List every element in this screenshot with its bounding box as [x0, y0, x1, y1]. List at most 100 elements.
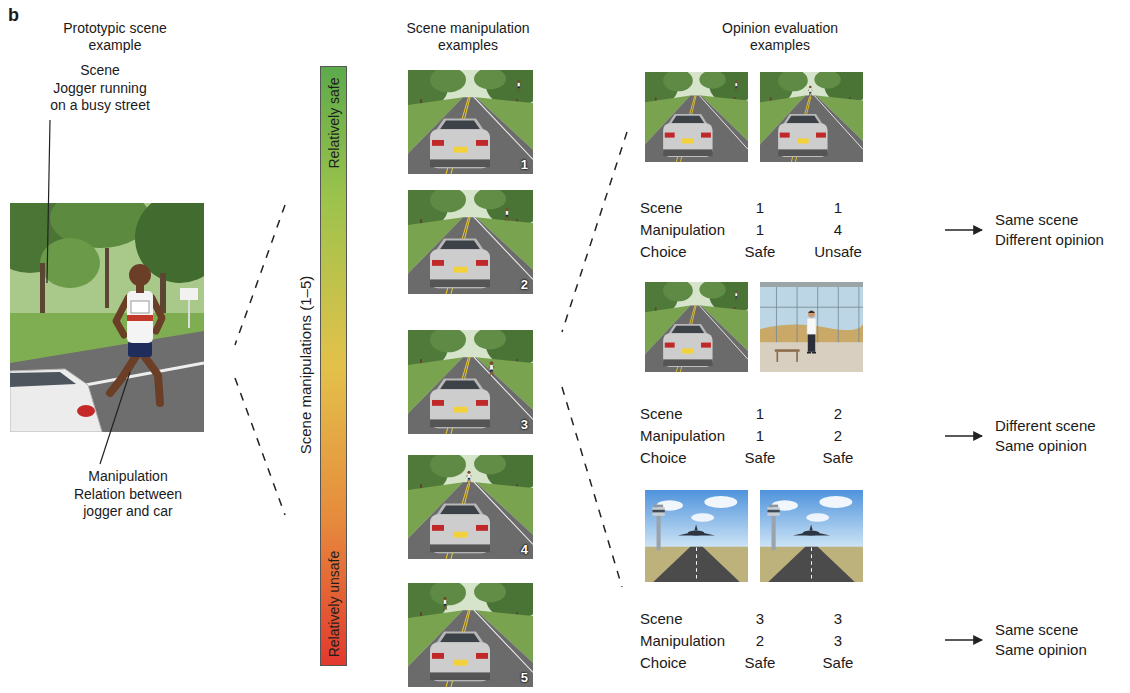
- prototypic-photo: [152, 298, 162, 331]
- thumbnail-photo: [396, 577, 542, 687]
- thumbnail-photo: [396, 324, 542, 434]
- row-heading: Manipulation: [640, 221, 725, 239]
- table-cell: 2: [803, 405, 873, 423]
- leader-line: [100, 372, 130, 464]
- prototypic-photo: [77, 405, 95, 417]
- row-heading: Scene: [640, 199, 683, 217]
- thumbnail-photo: [396, 64, 542, 174]
- result-arrow: [945, 435, 982, 436]
- row-heading: Choice: [640, 654, 687, 672]
- table-cell: 3: [803, 632, 873, 650]
- row-heading: Manipulation: [640, 632, 725, 650]
- thumbnail-photo: [396, 184, 542, 294]
- opinion-photo: [645, 490, 748, 582]
- table-cell: 2: [803, 427, 873, 445]
- prototypic-photo: [142, 353, 160, 403]
- opinion-photo: [750, 67, 870, 162]
- table-cell: Unsafe: [803, 243, 873, 261]
- thumbnail-frame: 5: [408, 583, 533, 687]
- table-cell: 1: [803, 199, 873, 217]
- table-cell: Safe: [803, 449, 873, 467]
- table-cell: Safe: [725, 654, 795, 672]
- callout-number: 4: [521, 542, 528, 557]
- result-arrow: [945, 229, 982, 230]
- result-text: Different opinion: [995, 231, 1104, 249]
- table-cell: 1: [725, 405, 795, 423]
- prototypic-photo: [129, 264, 151, 286]
- table-cell: Safe: [725, 243, 795, 261]
- scale-end-label: Relatively safe: [326, 77, 342, 168]
- thumbnail-photo: [517, 80, 521, 92]
- row-heading: Choice: [640, 243, 687, 261]
- prototypic-photo: [10, 372, 76, 387]
- result-arrow: [945, 639, 982, 640]
- expansion-dashes: [235, 378, 285, 515]
- table-cell: Safe: [725, 449, 795, 467]
- expansion-dashes: [235, 205, 285, 345]
- result-text: Same scene: [995, 211, 1078, 229]
- table-cell: 1: [725, 221, 795, 239]
- row-heading: Scene: [640, 610, 683, 628]
- expansion-dashes: [235, 132, 627, 587]
- thumbnail-frame: 1: [408, 70, 533, 174]
- result-arrow: [945, 230, 982, 640]
- opinion-photo: [734, 291, 738, 301]
- expansion-dashes: [562, 132, 627, 332]
- result-text: Same opinion: [995, 437, 1087, 455]
- result-text: Same opinion: [995, 641, 1087, 659]
- thumbnail-photo: [396, 577, 542, 687]
- row-heading: Choice: [640, 449, 687, 467]
- opinion-photo: [750, 67, 870, 162]
- column-heading: Opinion evaluation examples: [700, 20, 860, 54]
- callout-number: 2: [521, 277, 528, 292]
- prototypic-photo: [110, 353, 138, 393]
- thumbnail-photo: [467, 471, 472, 484]
- opinion-photo: [760, 282, 863, 372]
- gradient-scale-bar: Relatively safeRelatively unsafe: [320, 66, 347, 666]
- thumbnail-photo: [489, 361, 495, 376]
- scale-end-label: Relatively unsafe: [326, 551, 342, 658]
- column-heading: Prototypic scene example: [45, 20, 185, 54]
- thumbnail-frame: 2: [408, 190, 533, 294]
- thumbnail-photo: [443, 597, 448, 610]
- prototypic-photo: [10, 203, 204, 432]
- prototypic-photo: [188, 298, 190, 328]
- opinion-photo: [760, 490, 863, 582]
- table-cell: 4: [803, 221, 873, 239]
- thumbnail-frame: 4: [408, 455, 533, 559]
- prototypic-photo: [116, 298, 128, 335]
- prototypic-photo: [180, 288, 198, 300]
- table-cell: 3: [803, 610, 873, 628]
- opinion-photo: [760, 490, 863, 582]
- callout-number: 1: [521, 157, 528, 172]
- callout-title: Scene: [44, 62, 156, 79]
- thumbnail-photo: [396, 324, 542, 434]
- table-cell: Safe: [803, 654, 873, 672]
- panel-letter: b: [8, 4, 19, 26]
- prototypic-photo: [105, 248, 109, 308]
- opinion-photo: [645, 490, 748, 582]
- opinion-photo: [760, 282, 863, 372]
- row-heading: Manipulation: [640, 427, 725, 445]
- table-cell: 2: [725, 632, 795, 650]
- prototypic-photo: [10, 369, 102, 432]
- opinion-photo: [635, 277, 755, 372]
- row-heading: Scene: [640, 405, 683, 423]
- prototypic-photo: [128, 341, 152, 357]
- prototypic-photo: [131, 301, 149, 313]
- opinion-photo: [734, 81, 738, 91]
- callout-title: Manipulation: [63, 468, 193, 485]
- axis-label: Scene manipulations (1–5): [297, 276, 315, 454]
- expansion-dashes: [562, 387, 622, 587]
- opinion-photo: [635, 67, 755, 162]
- callout-number: 3: [521, 417, 528, 432]
- opinion-photo: [635, 67, 755, 162]
- table-cell: 1: [725, 427, 795, 445]
- thumbnail-photo: [396, 64, 542, 174]
- thumbnail-photo: [396, 449, 542, 559]
- thumbnail-photo: [396, 184, 542, 294]
- thumbnail-frame: 3: [408, 330, 533, 434]
- table-cell: 3: [725, 610, 795, 628]
- prototypic-photo: [10, 313, 204, 432]
